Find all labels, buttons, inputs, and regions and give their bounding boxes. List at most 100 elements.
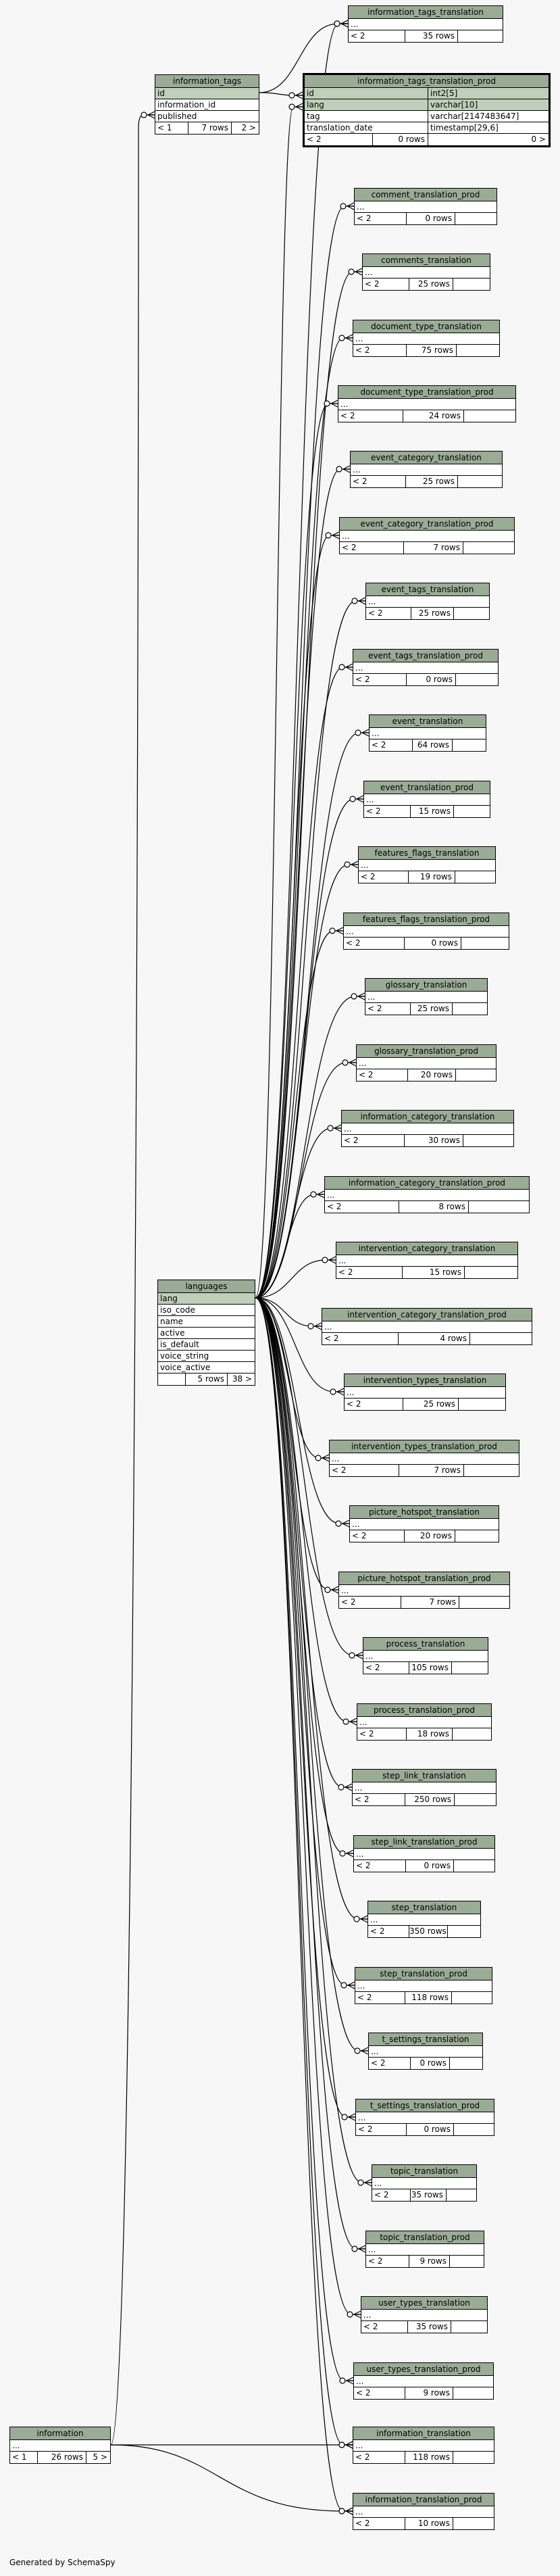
row-count: 7 rows	[188, 122, 231, 134]
parents-count: < 2	[359, 1070, 374, 1079]
row-count: 20 rows	[404, 1530, 455, 1542]
column-voice-active: voice_active	[158, 1362, 255, 1374]
crow-foot-marker	[345, 2441, 353, 2449]
children-count	[453, 2518, 494, 2529]
column-ellipsis: ...	[357, 1058, 496, 1069]
edge-information-information-translation-prod	[110, 2444, 353, 2512]
row-count: 19 rows	[408, 871, 455, 883]
column-ellipsis: ...	[338, 399, 515, 410]
optional-marker	[354, 2047, 361, 2054]
table-information[interactable]: information ... < 1 26 rows 5 >	[9, 2427, 111, 2464]
parents-count: < 2	[359, 1729, 374, 1739]
row-count: 0 rows	[406, 2124, 453, 2135]
table-title: information_category_translation	[342, 1111, 513, 1123]
crow-foot-marker	[351, 860, 359, 869]
parents-count: < 2	[365, 1663, 380, 1672]
column-ellipsis: ...	[366, 2244, 484, 2256]
crow-foot-marker	[322, 1454, 330, 1462]
crow-foot-marker	[353, 2310, 361, 2318]
crow-foot-marker	[355, 1651, 363, 1659]
children-count	[451, 2321, 487, 2333]
parents-count: < 2	[324, 1334, 339, 1343]
row-count: 64 rows	[412, 739, 452, 751]
column-ellipsis: ...	[345, 1387, 505, 1399]
row-count: 118 rows	[405, 2452, 453, 2463]
optional-marker	[336, 466, 342, 472]
table-title: event_category_translation	[351, 452, 502, 464]
children-count	[458, 1399, 505, 1410]
parents-count: < 2	[342, 543, 357, 552]
row-count: 35 rows	[405, 30, 457, 42]
parents-count: < 2	[344, 1136, 359, 1145]
column-ellipsis: ...	[363, 267, 490, 278]
table-title: information_tags	[155, 75, 259, 88]
table-information-tags[interactable]: information_tags id information_id publi…	[155, 74, 259, 135]
table-information-category-translation-prod[interactable]: information_category_translation_prod...…	[324, 1176, 530, 1213]
optional-marker	[322, 1257, 328, 1263]
optional-marker	[338, 664, 345, 671]
row-count: 25 rows	[411, 608, 453, 619]
table-title: intervention_types_translation_prod	[330, 1440, 519, 1453]
row-count: 35 rows	[407, 2321, 451, 2333]
table-languages[interactable]: languages lang iso_code name active is_d…	[157, 1280, 255, 1386]
table-intervention-types-translation-prod[interactable]: intervention_types_translation_prod...< …	[329, 1440, 519, 1477]
crow-foot-marker	[364, 2179, 372, 2187]
parents-count: < 2	[327, 1202, 342, 1211]
row-count: 9 rows	[405, 2387, 453, 2399]
optional-marker	[342, 1059, 349, 1066]
parents-count: < 1	[12, 2452, 27, 2462]
optional-marker	[338, 2508, 345, 2514]
table-title: event_category_translation_prod	[340, 518, 514, 531]
table-intervention-category-translation-prod[interactable]: intervention_category_translation_prod..…	[322, 1308, 532, 1345]
parents-count: < 2	[347, 1399, 361, 1409]
children-count	[452, 1003, 487, 1015]
crow-foot-marker	[357, 992, 365, 1000]
children-count	[469, 1333, 532, 1344]
